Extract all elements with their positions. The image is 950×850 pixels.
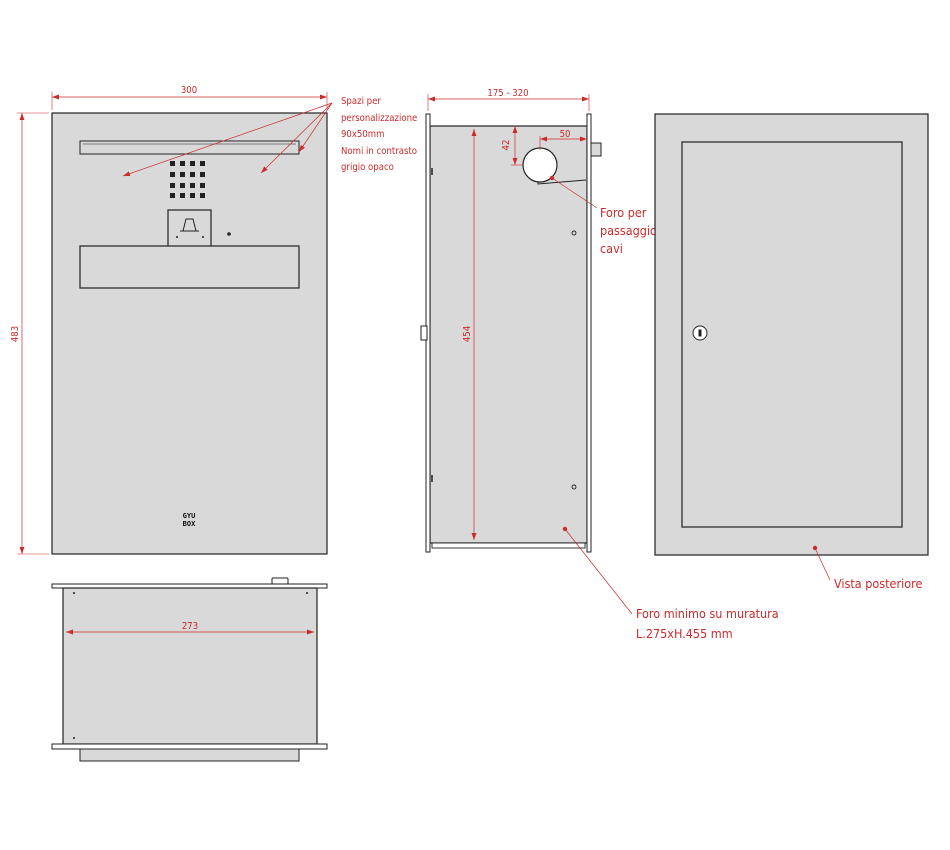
svg-text:90x50mm: 90x50mm	[341, 129, 384, 140]
personalization-leaders	[122, 102, 333, 177]
dim-hole-offset: 50	[560, 129, 571, 140]
bottom-view: 273	[51, 577, 328, 762]
svg-text:Foro minimo su muratura: Foro minimo su muratura	[636, 606, 779, 621]
svg-text:passaggio: passaggio	[600, 223, 657, 238]
dim-front-height: 483	[10, 326, 21, 342]
front-view: GYU BOX 300 483 Spazi per personalizzazi…	[10, 85, 417, 555]
rear-door	[681, 141, 903, 528]
indicator-led	[227, 232, 231, 236]
dim-front-width: 300	[181, 85, 197, 96]
brand-logo: GYU BOX	[183, 512, 196, 528]
cable-stub	[590, 142, 602, 157]
rear-view-label: Vista posteriore	[834, 576, 922, 591]
svg-text:Foro per: Foro per	[600, 205, 647, 220]
dim-side-depth: 175 - 320	[487, 88, 528, 99]
side-view: 175 - 320 454 50 42 Foro per passaggio c…	[420, 88, 779, 641]
svg-text:personalizzazione: personalizzazione	[341, 113, 417, 124]
lock-icon	[692, 325, 708, 341]
logo-top: GYU	[183, 512, 196, 520]
side-body	[429, 125, 588, 544]
svg-text:Nomi in contrasto: Nomi in contrasto	[341, 146, 417, 157]
side-flange-back	[586, 113, 592, 553]
side-latch	[420, 325, 428, 341]
cable-hole-note: Foro per passaggio cavi	[600, 205, 657, 256]
dim-hole-height: 42	[501, 140, 512, 151]
bottom-body	[62, 587, 318, 745]
bell-button	[167, 209, 212, 251]
keypad	[170, 161, 205, 198]
rear-view: Vista posteriore	[654, 113, 929, 591]
dim-bottom-width: 273	[182, 621, 198, 632]
name-slot	[79, 140, 300, 155]
svg-text:cavi: cavi	[600, 241, 623, 256]
logo-bottom: BOX	[183, 520, 196, 528]
svg-text:Spazi per: Spazi per	[341, 96, 381, 107]
wall-hole-note: Foro minimo su muratura L.275xH.455 mm	[636, 606, 779, 641]
personalization-note: Spazi per personalizzazione 90x50mm Nomi…	[341, 96, 417, 173]
svg-text:L.275xH.455 mm: L.275xH.455 mm	[636, 626, 733, 641]
mail-slot	[79, 245, 300, 289]
dim-side-height: 454	[462, 326, 473, 342]
front-panel	[51, 112, 328, 555]
svg-text:grigio opaco: grigio opaco	[341, 162, 394, 173]
